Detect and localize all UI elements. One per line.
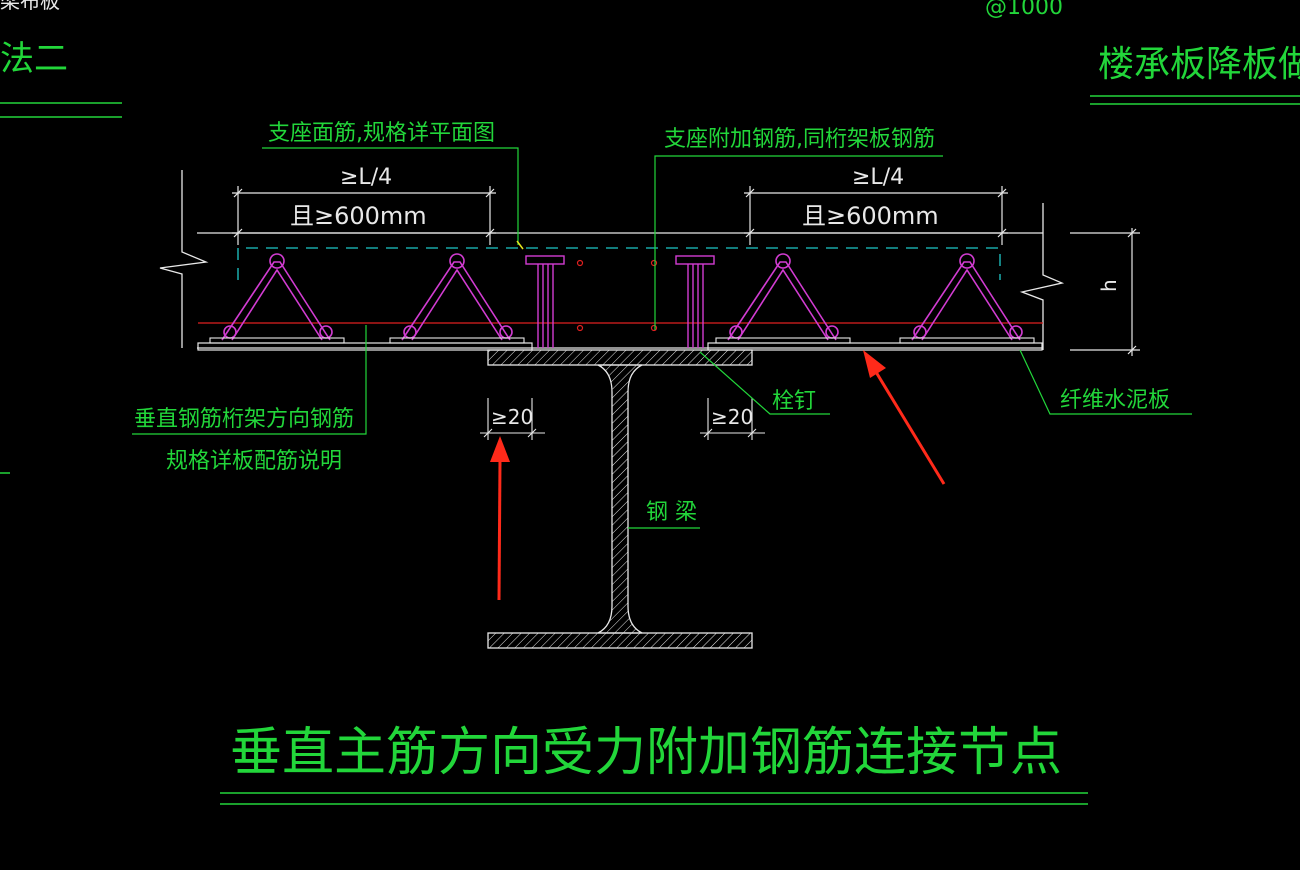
leader-lines — [132, 147, 1192, 529]
arrow-diagonal-icon — [863, 350, 886, 378]
dim-edge-left: ≥20 — [491, 405, 533, 429]
label-fiber-board: 纤维水泥板 — [1060, 388, 1170, 413]
label-support-extra-bar: 支座附加钢筋,同桁架板钢筋 — [664, 127, 935, 152]
dim-right-top: ≥L/4 — [852, 165, 904, 190]
truss-bars — [221, 253, 1023, 341]
arrow-up-icon — [490, 436, 510, 462]
fiber-board-left — [197, 342, 533, 351]
slab-outline — [159, 170, 1065, 350]
steel-beam — [487, 349, 753, 649]
left-fragment: 法二 — [0, 39, 68, 79]
shear-studs — [525, 255, 715, 348]
height-dimension — [1070, 228, 1140, 356]
support-top-bar-dashed — [237, 247, 1001, 280]
fiber-board-right — [707, 342, 1043, 351]
leader-tick — [516, 240, 524, 250]
label-steel-beam: 钢 梁 — [646, 500, 697, 525]
annotation-arrows — [490, 350, 946, 601]
label-stud: 栓钉 — [772, 389, 816, 414]
dim-left-top: ≥L/4 — [340, 165, 392, 190]
label-vertical-truss-bar-1: 垂直钢筋桁架方向钢筋 — [134, 407, 354, 432]
dim-left-bottom: 且≥600mm — [290, 202, 427, 230]
caption: 垂直主筋方向受力附加钢筋连接节点 — [230, 723, 1062, 783]
dim-height: h — [1097, 279, 1121, 292]
top-left-fragment: 梁布板 — [0, 0, 60, 13]
title-right: 楼承板降板做法 — [1098, 44, 1300, 85]
rebar-points — [576, 259, 658, 332]
label-support-top-bar: 支座面筋,规格详平面图 — [268, 121, 495, 146]
dim-right-bottom: 且≥600mm — [802, 202, 939, 230]
truss-plates — [209, 337, 1035, 344]
dim-edge-right: ≥20 — [711, 405, 753, 429]
edge-dimensions — [480, 398, 765, 440]
label-vertical-truss-bar-2: 规格详板配筋说明 — [166, 449, 342, 474]
top-right-fragment: @1000 — [985, 0, 1063, 20]
